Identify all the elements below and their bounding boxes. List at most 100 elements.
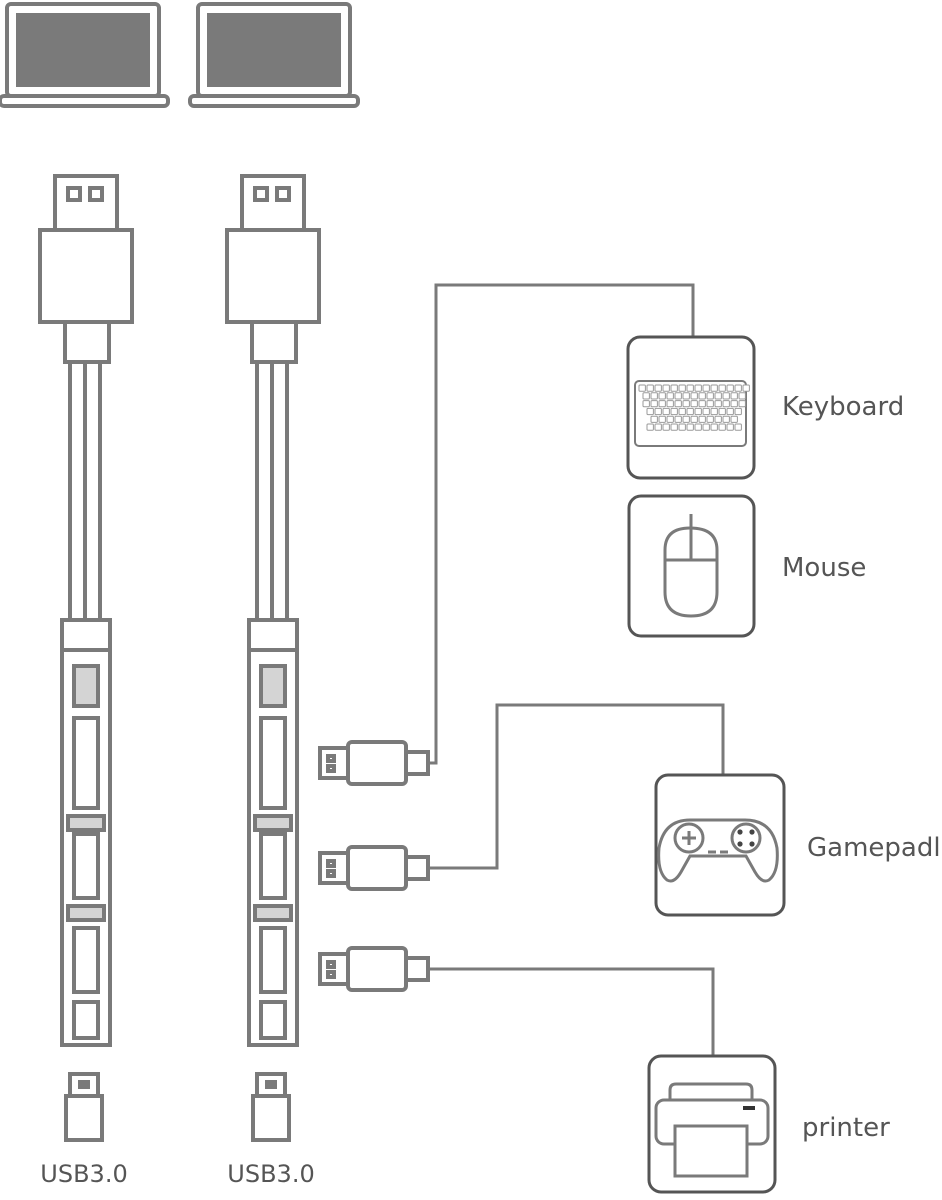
- keyboard-key: [646, 407, 654, 416]
- keyboard-key: [682, 415, 690, 423]
- keyboard-key: [678, 384, 686, 392]
- keyboard-key: [642, 392, 650, 400]
- keyboard-key: [662, 384, 670, 392]
- keyboard-key: [654, 407, 662, 416]
- mouse-icon: [663, 514, 719, 618]
- printer-device: [647, 1054, 777, 1194]
- mouse-device: [627, 494, 756, 638]
- keyboard-key: [702, 407, 710, 416]
- keyboard-key: [714, 392, 722, 400]
- keyboard-key: [666, 400, 674, 408]
- keyboard-key: [666, 415, 674, 423]
- keyboard-key: [726, 407, 734, 416]
- keyboard-key: [678, 407, 686, 416]
- keyboard-key: [706, 400, 714, 408]
- keyboard-key: [730, 400, 738, 408]
- laptop-icon: [188, 2, 360, 108]
- keyboard-key: [690, 415, 698, 423]
- keyboard-key: [670, 384, 678, 392]
- usb-hub-stick: [225, 174, 321, 1047]
- keyboard-key: [662, 423, 670, 431]
- keyboard-key: [738, 392, 746, 400]
- keyboard-key: [710, 407, 718, 416]
- keyboard-key: [654, 423, 662, 431]
- keyboard-key: [718, 384, 726, 392]
- keyboard-key: [718, 423, 726, 431]
- keyboard-key: [646, 423, 654, 431]
- keyboard-key: [722, 415, 730, 423]
- keyboard-key: [742, 384, 750, 392]
- laptop-icon: [0, 2, 170, 108]
- keyboard-key: [638, 384, 646, 392]
- keyboard-key: [658, 392, 666, 400]
- gamepad-label: Gamepadl: [807, 833, 941, 863]
- keyboard-key: [730, 392, 738, 400]
- mouse-label: Mouse: [782, 553, 866, 583]
- keyboard-key: [726, 384, 734, 392]
- keyboard-key: [734, 384, 742, 392]
- keyboard-key: [702, 384, 710, 392]
- usb-plug-icon: [318, 845, 430, 891]
- keyboard-key: [738, 400, 746, 408]
- keyboard-key: [698, 400, 706, 408]
- keyboard-key: [710, 423, 718, 431]
- keyboard-key: [654, 384, 662, 392]
- keyboard-key: [698, 415, 706, 423]
- usb-plug-icon: [318, 740, 430, 786]
- gamepad-device: [654, 773, 786, 917]
- keyboard-key: [682, 392, 690, 400]
- gamepad-icon: [657, 818, 779, 883]
- keyboard-key: [710, 384, 718, 392]
- keyboard-key: [682, 400, 690, 408]
- keyboard-key: [690, 392, 698, 400]
- hub-1-port-label: USB3.0: [40, 1160, 127, 1188]
- keyboard-key: [722, 392, 730, 400]
- keyboard-key: [730, 415, 738, 423]
- keyboard-key: [714, 400, 722, 408]
- usb-c-adapter-icon: [64, 1072, 104, 1142]
- keyboard-key: [666, 392, 674, 400]
- keyboard-key: [686, 423, 694, 431]
- keyboard-key: [674, 392, 682, 400]
- keyboard-key: [686, 407, 694, 416]
- hub-2-port-label: USB3.0: [227, 1160, 314, 1188]
- printer-label: printer: [802, 1113, 890, 1143]
- keyboard-key: [714, 415, 722, 423]
- usb-plug-icon: [318, 946, 430, 992]
- connection-lines: [428, 283, 725, 1056]
- keyboard-key: [694, 384, 702, 392]
- keyboard-key: [674, 400, 682, 408]
- keyboard-key: [726, 423, 734, 431]
- keyboard-label: Keyboard: [782, 392, 904, 422]
- keyboard-key: [646, 384, 654, 392]
- keyboard-key: [694, 423, 702, 431]
- keyboard-key: [686, 384, 694, 392]
- keyboard-key: [698, 392, 706, 400]
- keyboard-key: [722, 400, 730, 408]
- usb-c-adapter-icon: [251, 1072, 291, 1142]
- keyboard-key: [650, 392, 658, 400]
- keyboard-key: [642, 400, 650, 408]
- keyboard-key: [734, 407, 742, 416]
- keyboard-key: [702, 423, 710, 431]
- keyboard-key: [734, 423, 742, 431]
- keyboard-key: [674, 415, 682, 423]
- keyboard-key: [706, 392, 714, 400]
- keyboard-key: [650, 415, 658, 423]
- keyboard-key: [690, 400, 698, 408]
- keyboard-key: [678, 423, 686, 431]
- keyboard-key: [658, 400, 666, 408]
- keyboard-key: [670, 423, 678, 431]
- keyboard-device: [626, 335, 756, 480]
- keyboard-key: [670, 407, 678, 416]
- keyboard-key: [718, 407, 726, 416]
- keyboard-icon: [634, 380, 750, 447]
- usb-hub-stick: [38, 174, 134, 1047]
- keyboard-key: [650, 400, 658, 408]
- keyboard-key: [658, 415, 666, 423]
- keyboard-key: [662, 407, 670, 416]
- keyboard-key: [694, 407, 702, 416]
- keyboard-key: [706, 415, 714, 423]
